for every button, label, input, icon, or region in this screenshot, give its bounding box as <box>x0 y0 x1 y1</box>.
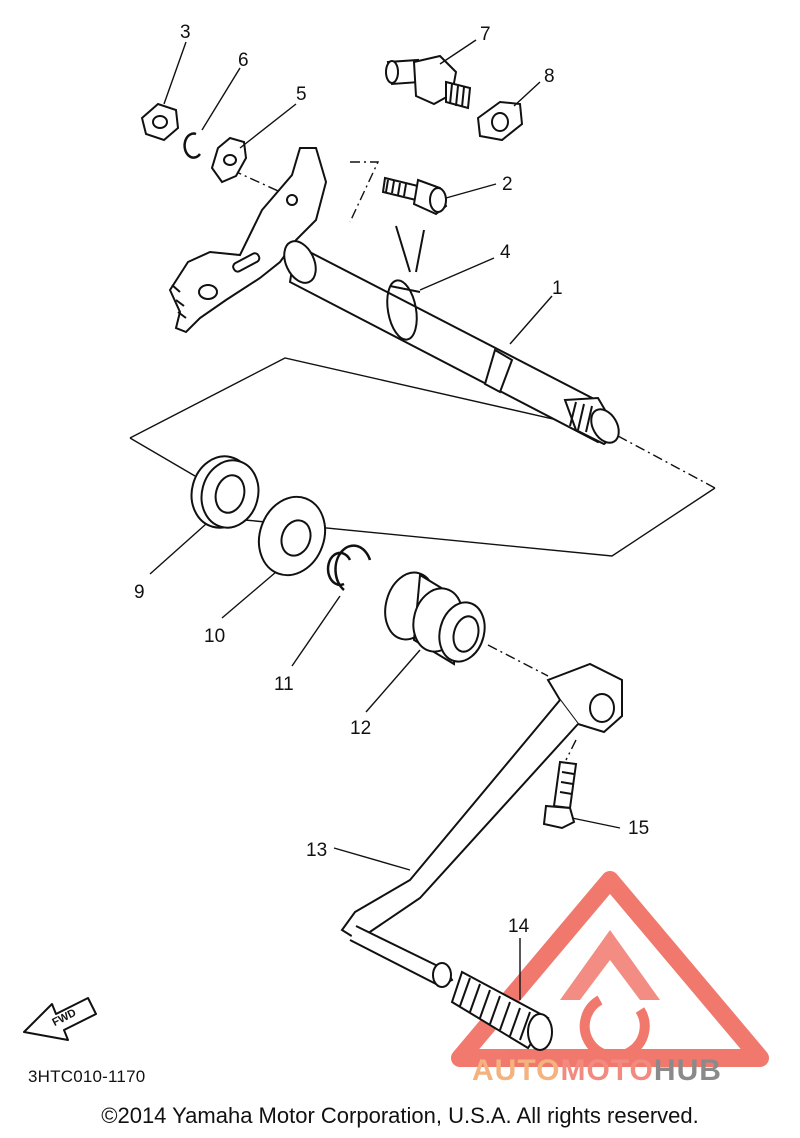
bushing-part-12 <box>384 571 486 666</box>
watermark-text: AUTOMOTOHUB <box>472 1054 722 1088</box>
bolt-part-2 <box>381 176 448 216</box>
callout-7: 7 <box>480 24 491 45</box>
watermark-hub: HUB <box>653 1054 722 1087</box>
shift-pedal-part-13 <box>340 662 623 988</box>
part-code: 3HTC010-1170 <box>28 1067 146 1086</box>
callout-14: 14 <box>508 916 530 937</box>
bolt-part-15 <box>542 760 578 830</box>
callout-15: 15 <box>628 818 649 839</box>
circlip-part-11 <box>326 544 372 591</box>
leader-lines <box>149 39 621 1000</box>
watermark-logo-icon <box>451 871 769 1067</box>
watermark-auto: AUTO <box>472 1054 561 1087</box>
box-outline <box>129 357 716 557</box>
fwd-arrow-icon: FWD <box>23 997 97 1041</box>
washer-part-10 <box>257 495 327 577</box>
callout-11: 11 <box>274 674 294 695</box>
callout-12: 12 <box>350 718 371 739</box>
shift-shaft <box>168 147 620 446</box>
callout-1: 1 <box>552 278 563 299</box>
washer-part-8 <box>476 100 524 142</box>
callout-10: 10 <box>204 626 225 647</box>
callout-3: 3 <box>180 22 191 43</box>
callout-8: 8 <box>544 66 555 87</box>
plate-part-5 <box>210 136 248 184</box>
pedal-rubber-part-14 <box>450 970 553 1051</box>
circlip-part-6 <box>183 132 202 159</box>
callout-4: 4 <box>500 242 511 263</box>
callout-9: 9 <box>134 582 145 603</box>
callout-13: 13 <box>306 840 327 861</box>
copyright-notice: ©2014 Yamaha Motor Corporation, U.S.A. A… <box>101 1103 699 1128</box>
stud-part-7 <box>385 54 472 110</box>
callout-2: 2 <box>502 174 513 195</box>
callout-5: 5 <box>296 84 307 105</box>
callout-6: 6 <box>238 50 249 71</box>
oil-seal-part-9 <box>190 455 260 529</box>
spring-part-4 <box>386 225 425 341</box>
callout-labels: 1 2 3 4 5 6 7 8 9 10 11 12 13 14 15 <box>134 22 649 937</box>
nut-part-3 <box>140 102 180 142</box>
watermark-moto: MOTO <box>560 1054 654 1087</box>
